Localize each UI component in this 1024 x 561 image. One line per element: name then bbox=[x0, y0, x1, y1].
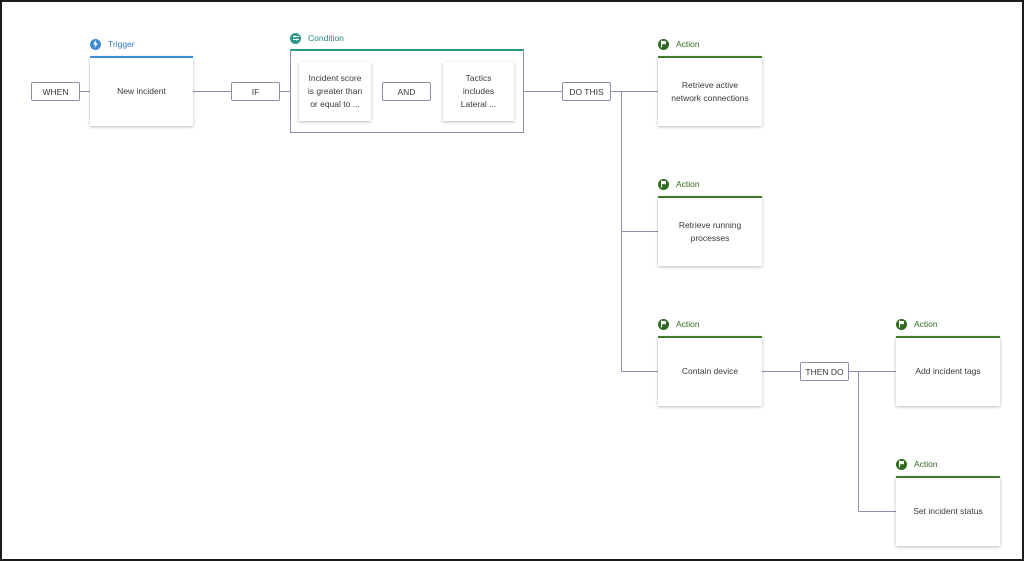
action-title: Set incident status bbox=[913, 506, 983, 517]
action-title: Add incident tags bbox=[915, 366, 981, 377]
then-do-connector[interactable]: THEN DO bbox=[800, 362, 849, 381]
action-header-label: Action bbox=[676, 39, 700, 49]
condition-header: Condition bbox=[290, 31, 344, 45]
condition-incident-score[interactable]: Incident score is greater than or equal … bbox=[299, 62, 371, 121]
flag-icon bbox=[896, 458, 907, 470]
action-title: Retrieve active network connections bbox=[671, 79, 749, 103]
do-this-connector[interactable]: DO THIS bbox=[562, 82, 611, 101]
trigger-card[interactable]: New incident bbox=[90, 56, 193, 126]
action-header: Action bbox=[658, 37, 700, 51]
action-title: Contain device bbox=[681, 366, 739, 377]
when-connector[interactable]: WHEN bbox=[31, 82, 80, 101]
condition-item-text: Tactics includes Lateral ... bbox=[460, 72, 497, 110]
flag-icon bbox=[896, 318, 907, 330]
action-card-retrieve-network[interactable]: Retrieve active network connections bbox=[658, 56, 762, 126]
action-header: Action bbox=[896, 457, 938, 471]
action-header: Action bbox=[658, 177, 700, 191]
action-card-add-tags[interactable]: Add incident tags bbox=[896, 336, 1000, 406]
action-header-label: Action bbox=[676, 319, 700, 329]
action-header: Action bbox=[896, 317, 938, 331]
action-header-label: Action bbox=[914, 319, 938, 329]
trigger-title: New incident bbox=[117, 86, 166, 97]
trigger-header-label: Trigger bbox=[108, 39, 135, 49]
action-card-contain-device[interactable]: Contain device bbox=[658, 336, 762, 406]
and-connector[interactable]: AND bbox=[382, 82, 431, 101]
flag-icon bbox=[658, 38, 669, 50]
lightning-icon bbox=[90, 38, 101, 50]
action-card-retrieve-processes[interactable]: Retrieve running processes bbox=[658, 196, 762, 266]
action-header-label: Action bbox=[914, 459, 938, 469]
flag-icon bbox=[658, 178, 669, 190]
action-title: Retrieve running processes bbox=[678, 219, 742, 243]
action-header-label: Action bbox=[676, 179, 700, 189]
condition-header-label: Condition bbox=[308, 33, 344, 43]
action-card-set-status[interactable]: Set incident status bbox=[896, 476, 1000, 546]
trigger-header: Trigger bbox=[90, 37, 135, 51]
action-header: Action bbox=[658, 317, 700, 331]
condition-tactics[interactable]: Tactics includes Lateral ... bbox=[443, 62, 514, 121]
filter-icon bbox=[290, 32, 301, 44]
condition-item-text: Incident score is greater than or equal … bbox=[307, 72, 363, 110]
flag-icon bbox=[658, 318, 669, 330]
if-connector[interactable]: IF bbox=[231, 82, 280, 101]
